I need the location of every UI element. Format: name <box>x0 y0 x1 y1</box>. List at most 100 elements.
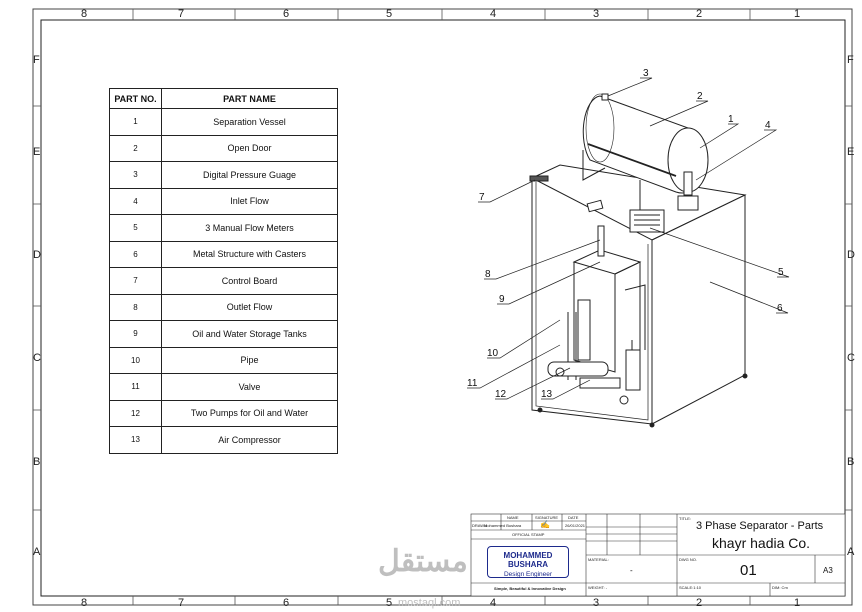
part-name: Inlet Flow <box>161 187 338 215</box>
zone-label: 2 <box>696 597 703 609</box>
drawn-label: DRAWN <box>472 523 487 528</box>
sheet-size: A3 <box>823 566 833 575</box>
balloon-12: 12 <box>495 389 507 400</box>
zone-label: 5 <box>386 597 393 609</box>
part-no: 3 <box>109 161 162 189</box>
zone-label: A <box>33 546 41 558</box>
zone-label: 7 <box>178 597 185 609</box>
material-value: - <box>630 566 633 575</box>
zone-label: 6 <box>283 597 290 609</box>
part-name: Two Pumps for Oil and Water <box>161 399 338 427</box>
balloon-6: 6 <box>777 303 783 314</box>
part-no: 1 <box>109 108 162 136</box>
balloon-9: 9 <box>499 294 505 305</box>
drawing-title: 3 Phase Separator - Parts <box>696 520 824 532</box>
part-name: Air Compressor <box>161 426 338 454</box>
part-no: 2 <box>109 134 162 162</box>
zone-label: F <box>33 54 40 66</box>
part-no: 9 <box>109 320 162 348</box>
zone-label: 7 <box>178 8 185 20</box>
zone-label: 4 <box>490 597 497 609</box>
stamp-name: MOHAMMED BUSHARA <box>503 551 553 569</box>
name-label: NAME <box>507 515 519 520</box>
zone-label: A <box>847 546 855 558</box>
balloon-4: 4 <box>765 120 771 131</box>
zone-label: 3 <box>593 597 600 609</box>
drawn-date: 26/01/2021 <box>565 523 586 528</box>
control-board <box>529 175 549 182</box>
zone-label: E <box>33 146 41 158</box>
scale-label: SCALE:1:10 <box>679 585 702 590</box>
zone-label: 6 <box>283 8 290 20</box>
balloon-7: 7 <box>479 192 485 203</box>
zone-label: 8 <box>81 597 88 609</box>
zone-label: C <box>33 352 41 364</box>
part-name: Digital Pressure Guage <box>161 161 338 189</box>
zone-label: D <box>33 249 41 261</box>
stamp-role: Design Engineer <box>503 571 553 578</box>
control-panel <box>586 199 604 213</box>
zone-label: 1 <box>794 8 801 20</box>
watermark-latin: mostaql.com <box>398 597 461 609</box>
zone-label: D <box>847 249 855 261</box>
balloon-13: 13 <box>541 389 553 400</box>
watermark-arabic: مستقل <box>378 545 468 578</box>
company-name: khayr hadia Co. <box>712 535 811 551</box>
zone-label: 2 <box>696 8 703 20</box>
part-no: 4 <box>109 187 162 215</box>
dwg-no-label: DWG NO. <box>679 557 697 562</box>
part-name: Open Door <box>161 134 338 162</box>
signature-scribble: ✍ <box>540 520 550 529</box>
balloon-1: 1 <box>728 114 734 125</box>
part-name: 3 Manual Flow Meters <box>161 214 338 242</box>
zone-label: 1 <box>794 597 801 609</box>
part-no: 7 <box>109 267 162 295</box>
header-part-name: PART NAME <box>161 88 338 109</box>
zone-label: C <box>847 352 855 364</box>
balloon-11: 11 <box>467 378 478 389</box>
dwg-no: 01 <box>740 562 757 579</box>
balloon-2: 2 <box>697 91 703 102</box>
official-stamp: MOHAMMED BUSHARA Design Engineer <box>487 546 569 578</box>
part-no: 5 <box>109 214 162 242</box>
zone-label: 5 <box>386 8 393 20</box>
air-compressor <box>579 377 621 389</box>
zone-label: 4 <box>490 8 497 20</box>
zone-label: E <box>847 146 855 158</box>
zone-label: 3 <box>593 8 600 20</box>
drawn-name: Mohammed Bushara <box>484 523 522 528</box>
zone-label: B <box>33 456 41 468</box>
balloon-3: 3 <box>643 68 649 79</box>
table-header-row: PART NO. PART NAME <box>109 88 338 109</box>
part-name: Valve <box>161 373 338 401</box>
cabinet-front-frame <box>531 178 653 425</box>
signature-label: SIGNATURE <box>535 515 559 520</box>
zone-label: 8 <box>81 8 88 20</box>
balloon-10: 10 <box>487 348 499 359</box>
part-name: Oil and Water Storage Tanks <box>161 320 338 348</box>
balloon-5: 5 <box>778 267 784 278</box>
balloon-8: 8 <box>485 269 491 280</box>
dim-label: DIM: Cm <box>772 585 788 590</box>
part-name: Control Board <box>161 267 338 295</box>
material-label: MATERIAL: <box>588 557 609 562</box>
zone-label: B <box>847 456 855 468</box>
date-label: DATE <box>568 515 579 520</box>
weight-label: WEIGHT: - <box>588 585 608 590</box>
zone-label: F <box>847 54 854 66</box>
official-stamp-label: OFFICIAL STAMP <box>512 532 545 537</box>
